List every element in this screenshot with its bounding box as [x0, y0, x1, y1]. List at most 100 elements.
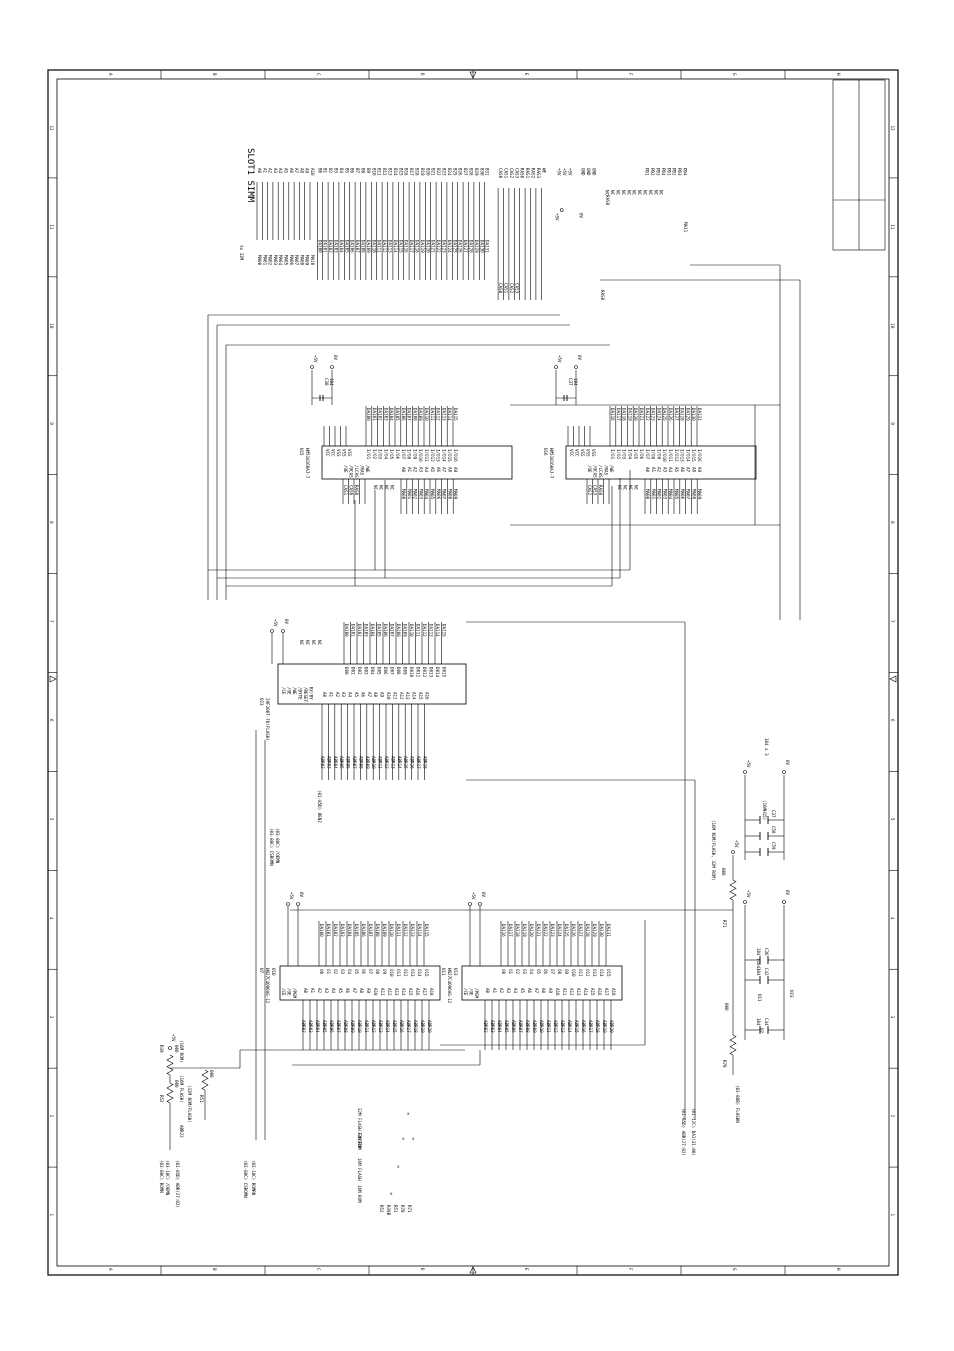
- row-number-right: 1: [890, 1214, 895, 1217]
- dram-vcc-label: +5V: [313, 355, 318, 363]
- row-number-right: 4: [890, 917, 895, 920]
- rom-addr-pin: A10: [555, 988, 560, 996]
- rom-addr-pin: A17: [604, 988, 609, 996]
- dram-addr-pin: A5: [430, 467, 435, 473]
- simm-note: to 32M: [239, 245, 244, 261]
- rom-body: [279, 965, 441, 1001]
- rom-addr-pin: A1: [492, 988, 497, 994]
- flash-data-pin: D01: [351, 667, 356, 675]
- simm-data-net: DA131: [485, 240, 490, 253]
- jumper-row-label: R51: [393, 1205, 398, 1213]
- flash-data-net: DA103: [364, 624, 369, 637]
- rom-data-pin: O6: [543, 969, 548, 975]
- simm-pin-b: B16: [404, 168, 409, 176]
- flash-nc-pin: NC: [311, 640, 316, 646]
- dram-addr-pin: A9: [453, 467, 458, 473]
- resistor-symbol: [201, 1069, 209, 1091]
- title-block: [832, 79, 886, 251]
- simm-pin-b: B23: [442, 168, 447, 176]
- rom-data-net: DA127: [578, 924, 583, 937]
- dram-ref: U15: [299, 448, 304, 456]
- rom-addr-pin: A8: [541, 988, 546, 994]
- simm-data-net: DA107: [355, 240, 360, 253]
- simm-pd-pin: PD4: [661, 168, 666, 176]
- simm-nc-pin: NC: [632, 190, 637, 196]
- rom-addr-pin: A7: [534, 988, 539, 994]
- simm-pin-b: B29: [474, 168, 479, 176]
- simm-pin-b: B3: [334, 168, 339, 174]
- r71-ref: R71: [722, 920, 727, 928]
- cap-group-ref: C37: [771, 810, 776, 818]
- cap-u-label: U11: [757, 994, 762, 1002]
- flash-nc-pin: NC: [305, 640, 310, 646]
- simm-ma-net: MA08: [299, 255, 304, 266]
- dram-data-net: DA128: [680, 408, 685, 421]
- rom-addr-net: ABR19: [420, 1020, 425, 1033]
- dram-io-pin: I/O9: [656, 449, 661, 460]
- rom-data-pin: O7: [550, 969, 555, 975]
- rom-data-pin: O2: [515, 969, 520, 975]
- dram-io-pin: I/O2: [372, 449, 377, 460]
- rom-data-pin: O11: [578, 969, 583, 977]
- simm-nc-pin: NC: [659, 190, 664, 196]
- dram-ctrl-net: CAS3: [593, 485, 598, 496]
- dram-body: [565, 445, 757, 480]
- simm-pin-b: B25: [452, 168, 457, 176]
- simm-pd-pin: PD4: [683, 168, 688, 176]
- flash-data-pin: D014: [435, 667, 440, 678]
- dram-io-pin: I/O6: [639, 449, 644, 460]
- rom-data-pin: O11: [396, 969, 401, 977]
- dram-addr-net: MA00: [401, 489, 406, 500]
- rom-addr-pin: A12: [569, 988, 574, 996]
- simm-nc-pin: NC: [605, 190, 610, 196]
- simm-pin-b: B14: [393, 168, 398, 176]
- dram-data-net: DA125: [662, 408, 667, 421]
- cap-vcc-label: +5V: [746, 890, 751, 898]
- simm-data-net: DA118: [415, 240, 420, 253]
- simm-ctrl-pin: CAS2: [509, 168, 514, 179]
- dram-io-pin: I/O11: [424, 449, 429, 462]
- dram-cap-ref: C38: [324, 378, 329, 386]
- simm-pin-b: B20: [425, 168, 430, 176]
- resistor-vcc-symbol: [168, 1046, 172, 1050]
- rom-data-net: DA117: [508, 924, 513, 937]
- column-letter-top: A: [108, 73, 113, 76]
- rom-vcc-symbol: [286, 902, 290, 906]
- simm-pd-pin: PD2: [650, 168, 655, 176]
- simm-pin-b: B7: [355, 168, 360, 174]
- column-letter-top: D: [420, 73, 425, 76]
- dram-io-pin: I/O3: [378, 449, 383, 460]
- simm-ma-net: MA10: [310, 255, 315, 266]
- dram-addr-net: MA00: [645, 489, 650, 500]
- rom-addr-net: ABR14: [567, 1020, 572, 1033]
- dram-addr-net: MA09: [697, 489, 702, 500]
- rom-addr-net: ABR20: [609, 1020, 614, 1033]
- dram-io-pin: I/O5: [389, 449, 394, 460]
- simm-ma-net: MA03: [273, 255, 278, 266]
- simm-data-net: DA101: [323, 240, 328, 253]
- rom-ref: U7: [259, 968, 264, 974]
- rom-addr-net: ABR05: [322, 1020, 327, 1033]
- dram-io-pin: I/O1: [366, 449, 371, 460]
- dram-power-pin: VSS: [580, 449, 585, 457]
- rom-data-net: DA130: [599, 924, 604, 937]
- rom-addr-net: ABR03: [308, 1020, 313, 1033]
- simm-nc-pin: NC: [626, 190, 631, 196]
- simm-ma-net: MA07: [294, 255, 299, 266]
- dram-data-net: DA120: [633, 408, 638, 421]
- rom-addr-net: ABR10: [539, 1020, 544, 1033]
- flash-gnd-symbol: [281, 629, 285, 633]
- row-number-left: 1: [49, 1214, 54, 1217]
- dram-ctrl-pin: /LCAS: [598, 465, 603, 478]
- column-letter-bottom: G: [732, 1268, 737, 1271]
- bottom-right-ref: (01-85D) ABR(27:02): [681, 1108, 686, 1156]
- dram-ctrl-pin: /RAS: [604, 465, 609, 476]
- simm-pin-b: B15: [398, 168, 403, 176]
- simm-pin-b: B22: [436, 168, 441, 176]
- jumper-row-label: R39B: [386, 1205, 391, 1216]
- dram-io-pin: I/O11: [668, 449, 673, 462]
- rom-gnd-label: 0V: [481, 892, 486, 898]
- rom-addr-pin: A0: [485, 988, 490, 994]
- jumper-header: 16M FLASH: [357, 1158, 362, 1181]
- flash-data-net: DA104: [370, 624, 375, 637]
